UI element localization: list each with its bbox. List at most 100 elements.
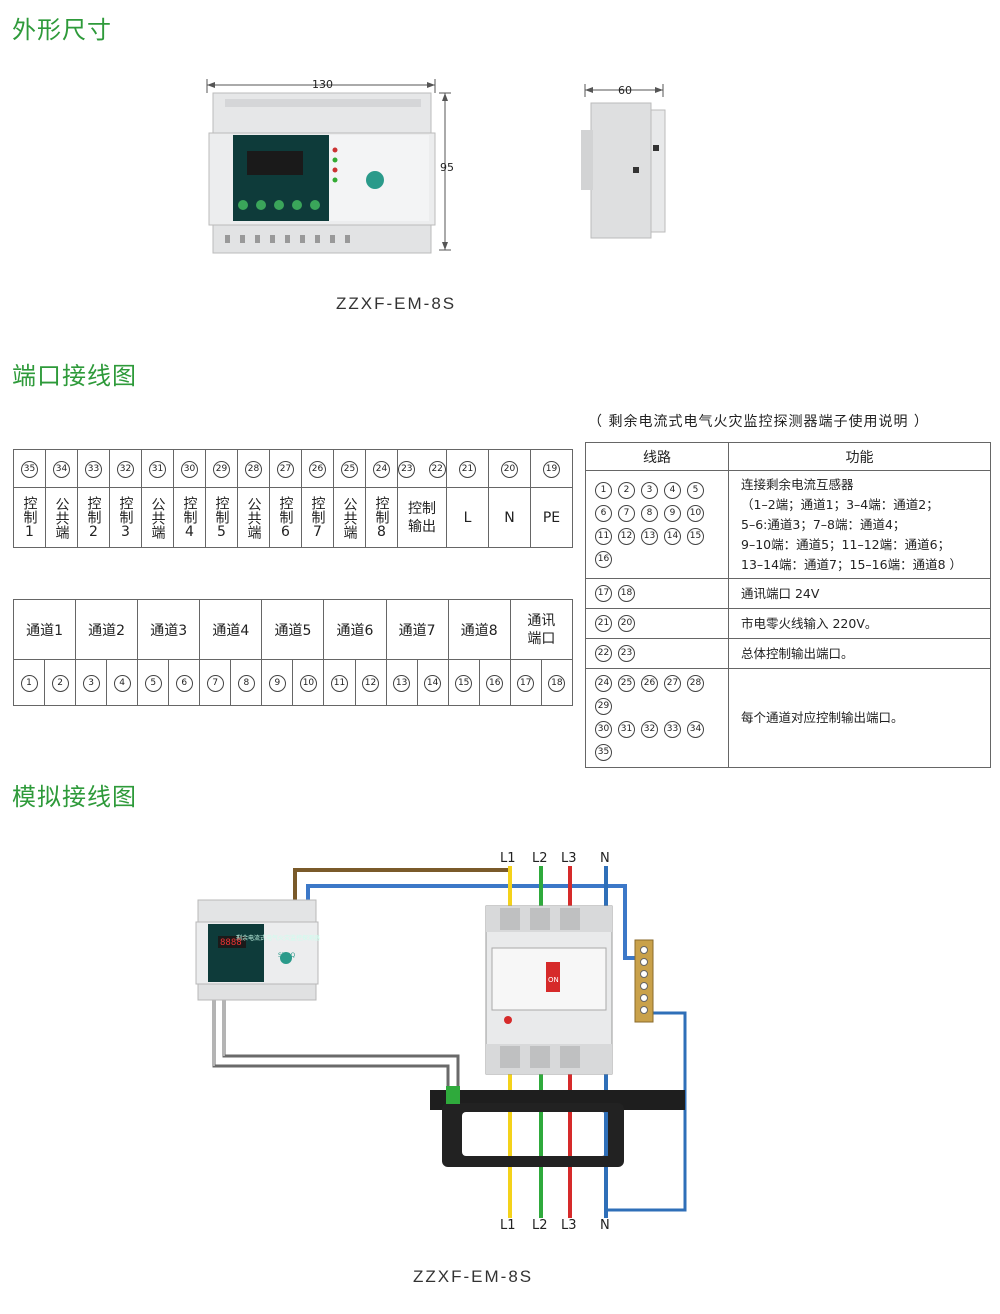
legend-header-function: 功能 <box>728 442 991 471</box>
channel-label: 通道4 <box>199 599 263 660</box>
terminal-number: 5 <box>687 481 704 499</box>
device-title: 剩余电流式电气火灾监控探测器 <box>236 935 321 942</box>
wire-label-top-l2: L2 <box>532 851 548 866</box>
channel-label: 通讯端口 <box>527 612 556 647</box>
terminal-number: 11 <box>595 527 612 545</box>
terminal-number: 23 <box>618 645 635 662</box>
terminal-number: 11 <box>330 675 348 692</box>
wire-label-top-l3: L3 <box>561 851 577 866</box>
terminal-number: 20 <box>501 461 518 478</box>
terminal-number: 25 <box>618 675 635 692</box>
terminal-label: 公共端 <box>149 496 166 539</box>
terminal-number: 13 <box>641 527 658 545</box>
terminal-label: N <box>488 487 531 548</box>
terminal-number: 24 <box>373 461 390 478</box>
legend-row-function: 总体控制输出端口。 <box>728 638 991 669</box>
terminal-number: 12 <box>618 527 635 545</box>
terminal-number: 9 <box>664 504 681 522</box>
legend-caption: （ 剩余电流式电气火灾监控探测器端子使用说明 ） <box>588 414 929 430</box>
neutral-busbar <box>634 939 654 1023</box>
terminal-number: 16 <box>595 550 612 568</box>
terminal-number: 21 <box>459 461 476 478</box>
terminal-number: 17 <box>595 585 612 602</box>
terminal-number: 13 <box>393 675 411 692</box>
legend-header-line: 线路 <box>585 442 729 471</box>
wire-label-bottom-l1: L1 <box>500 1218 516 1233</box>
terminal-number: 1 <box>20 675 38 692</box>
channel-label: 通道3 <box>137 599 201 660</box>
terminal-number: 29 <box>595 698 612 715</box>
terminal-number: 32 <box>117 461 134 478</box>
dim-depth-label: 60 <box>618 84 632 97</box>
terminal-table-bottom: 通道1 通道2 通道3 通道4 通道5 通道6 通道7 通道8 通讯端口 1 2… <box>12 599 574 706</box>
wire-n-return <box>606 1011 687 1212</box>
legend-row-function: 每个通道对应控制输出端口。 <box>728 668 991 768</box>
terminal-label-row: 控制1 公共端 控制2 控制3 公共端 控制4 控制5 公共端 控制6 控制7 … <box>13 487 573 548</box>
terminal-label: 控制7 <box>309 495 326 540</box>
legend-func-line: （1–2端；通道1；3–4端：通道2； <box>741 496 939 512</box>
circuit-breaker <box>485 905 613 1075</box>
wire-label-bottom-l3: L3 <box>561 1218 577 1233</box>
section-title-dimensions: 外形尺寸 <box>12 16 112 44</box>
dim-width-label: 130 <box>312 78 333 91</box>
terminal-label: 控制2 <box>85 495 102 540</box>
device-brand: SZDQ <box>278 952 296 959</box>
terminal-label: L <box>446 487 489 548</box>
terminal-number: 34 <box>687 721 704 738</box>
terminal-label: 公共端 <box>53 496 70 539</box>
terminal-number: 6 <box>175 675 193 692</box>
terminal-number: 20 <box>618 615 635 632</box>
terminal-number: 34 <box>53 461 70 478</box>
channel-label: 通道8 <box>447 599 511 660</box>
terminal-number: 7 <box>206 675 224 692</box>
wire-label-bottom-l2: L2 <box>532 1218 548 1233</box>
legend-row-function: 连接剩余电流互感器 （1–2端；通道1；3–4端：通道2； 5–6:通道3；7–… <box>728 470 991 579</box>
terminal-label: 公共端 <box>341 496 358 539</box>
section-title-port-diagram: 端口接线图 <box>12 362 137 390</box>
wire-brown <box>293 868 510 906</box>
wire-label-bottom-n: N <box>600 1218 610 1233</box>
legend-row-function: 市电零火线输入 220V。 <box>728 608 991 639</box>
channel-label-row: 通道1 通道2 通道3 通道4 通道5 通道6 通道7 通道8 通讯端口 <box>12 599 574 660</box>
terminal-number: 23 <box>398 461 416 478</box>
current-transformer <box>430 1086 685 1167</box>
terminal-number: 18 <box>548 675 566 692</box>
terminal-number: 6 <box>595 504 612 522</box>
channel-label: 通道5 <box>261 599 325 660</box>
terminal-number: 8 <box>237 675 255 692</box>
terminal-number-row: 35 34 33 32 31 30 29 28 27 26 25 24 23 2… <box>13 449 573 488</box>
terminal-number: 30 <box>595 721 612 738</box>
terminal-label: 控制6 <box>277 495 294 540</box>
model-label-top: ZZXF-EM-8S <box>336 294 457 313</box>
device-front-view <box>208 92 436 254</box>
terminal-number: 19 <box>543 461 560 478</box>
legend-func-line: 连接剩余电流互感器 <box>741 476 854 492</box>
terminal-number: 3 <box>82 675 100 692</box>
terminal-number: 7 <box>618 504 635 522</box>
terminal-label: 控制8 <box>373 495 390 540</box>
wire-label-top-l1: L1 <box>500 851 516 866</box>
section-title-sim-diagram: 模拟接线图 <box>12 783 137 811</box>
terminal-number: 17 <box>517 675 535 692</box>
terminal-number: 28 <box>687 675 704 692</box>
terminal-number: 10 <box>299 675 317 692</box>
channel-label: 通道7 <box>385 599 449 660</box>
wire-blue-neutral <box>306 884 635 960</box>
terminal-label: PE <box>530 487 573 548</box>
terminal-number: 8 <box>641 504 658 522</box>
terminal-number: 4 <box>113 675 131 692</box>
channel-label: 通道6 <box>323 599 387 660</box>
terminal-number: 16 <box>486 675 504 692</box>
wire-signal-2 <box>222 998 460 1088</box>
detector-device <box>195 899 319 1001</box>
terminal-label: 控制5 <box>213 495 230 540</box>
legend-func-line: 9–10端：通道5；11–12端：通道6； <box>741 536 951 552</box>
terminal-number: 9 <box>268 675 286 692</box>
terminal-number: 24 <box>595 675 612 692</box>
terminal-number: 33 <box>664 721 681 738</box>
wiring-diagram <box>195 866 687 1218</box>
